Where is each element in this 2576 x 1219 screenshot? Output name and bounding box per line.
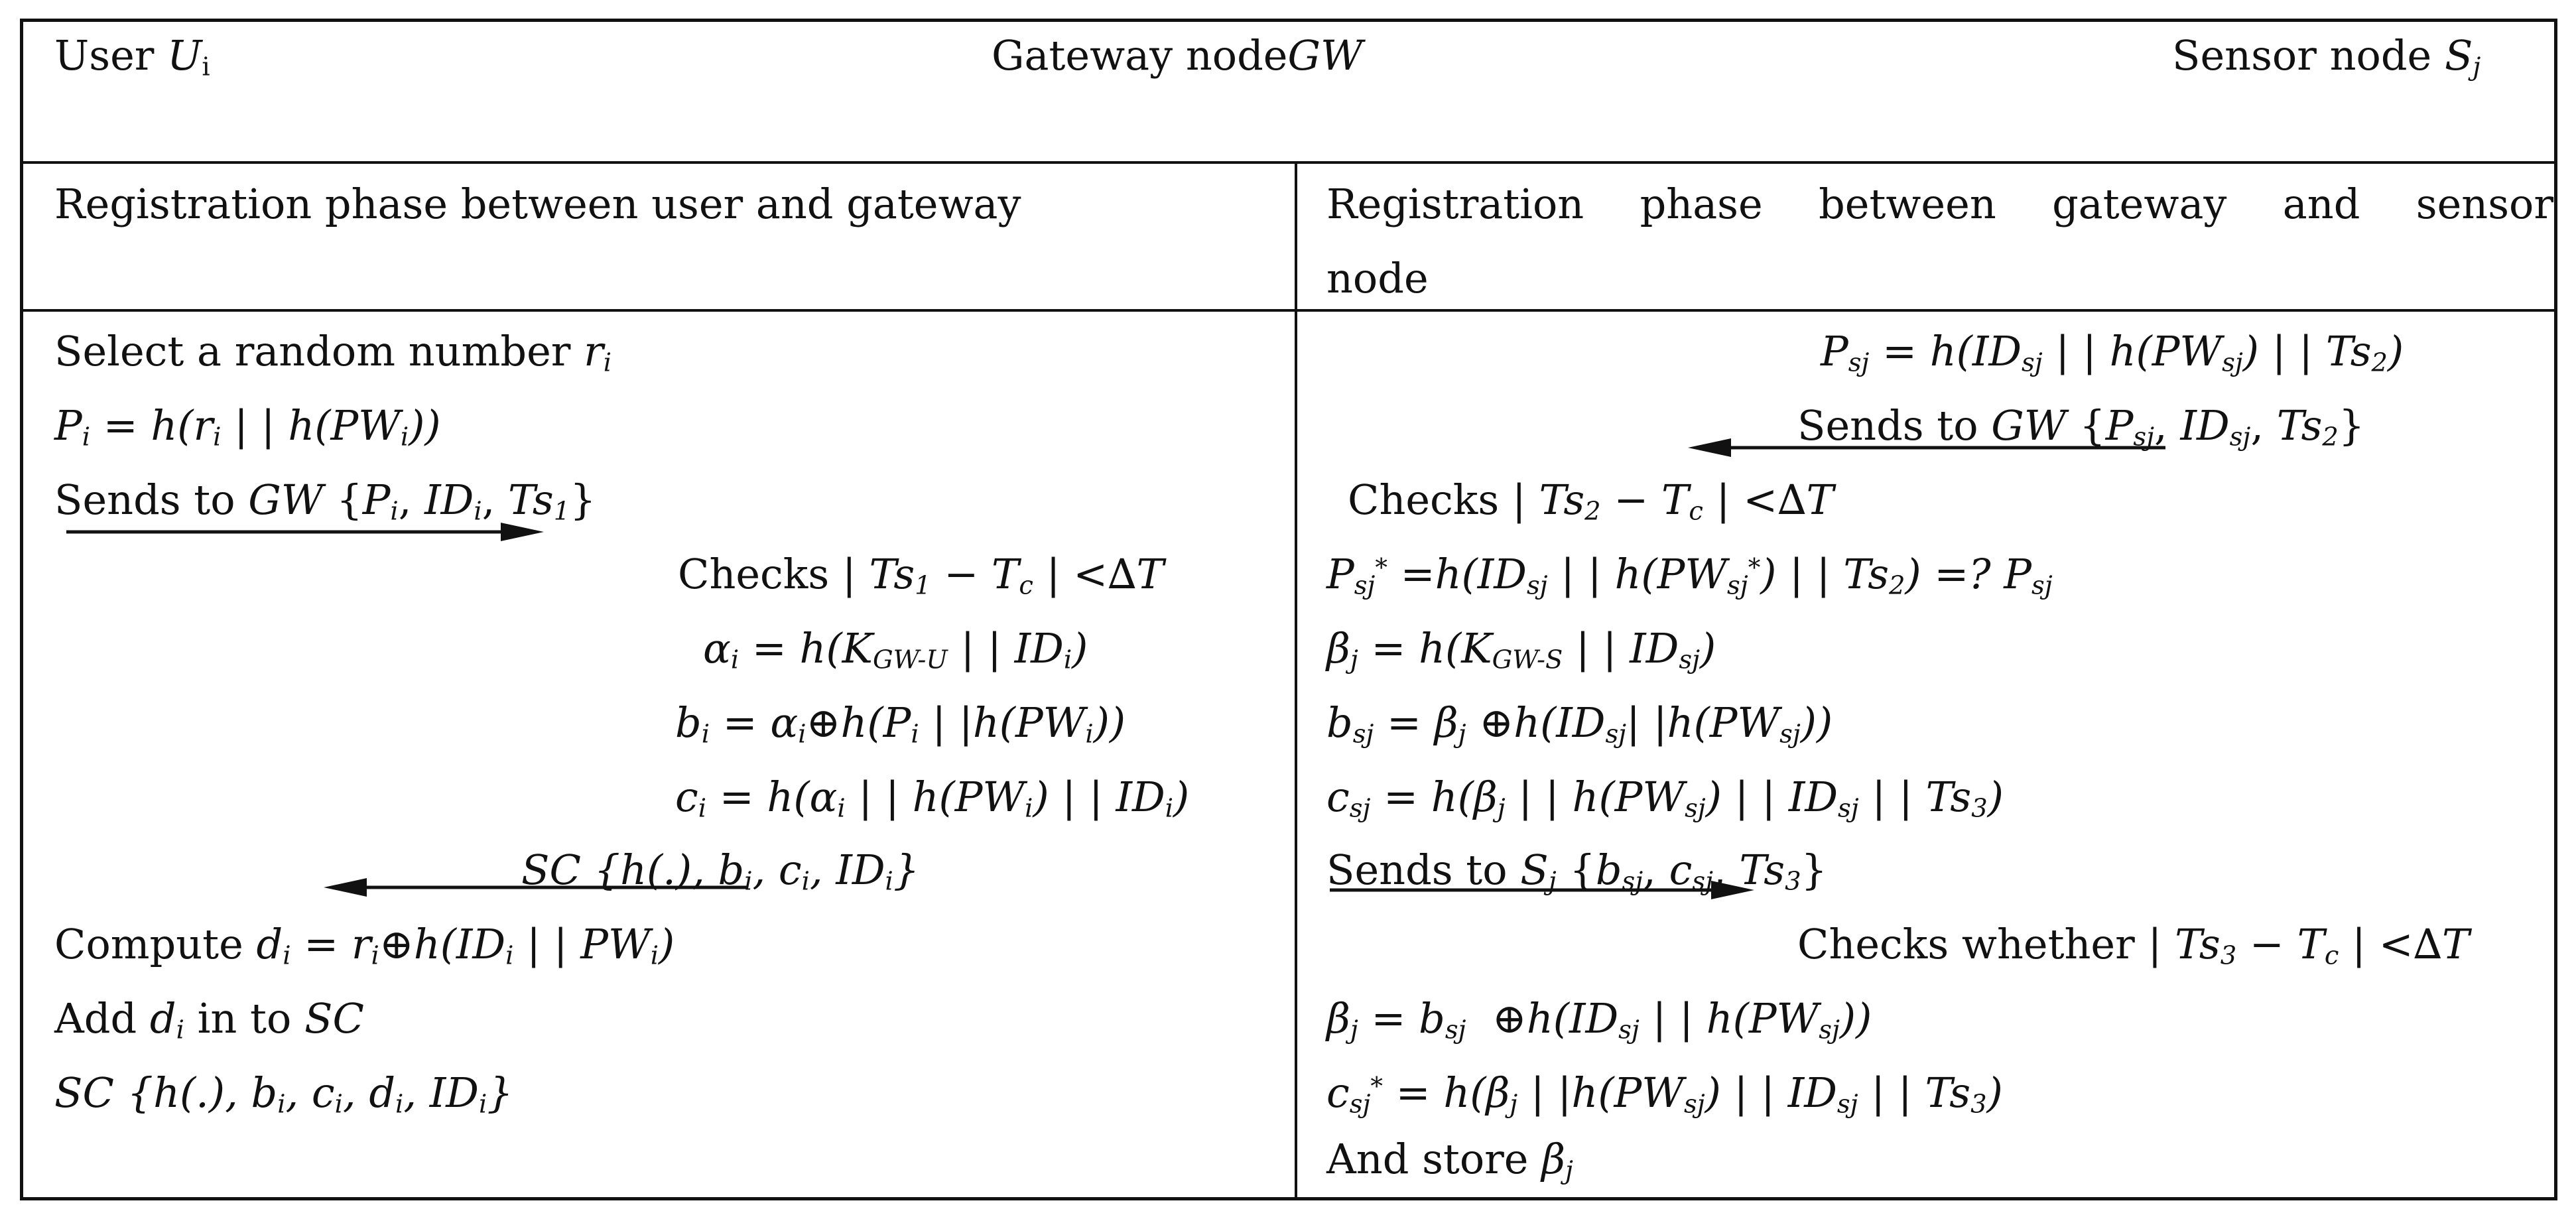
protocol-table-frame (20, 19, 2557, 1200)
column-divider (1295, 161, 1297, 1200)
left-step-compute-di: Compute di = ri⊕h(IDi | | PWi) (54, 920, 675, 971)
left-step-compute-alpha: αi = h(KGW-U | | IDi) (703, 624, 1088, 675)
arrow-gateway-to-sensor (1330, 881, 1754, 899)
left-step-final-smartcard: SC {h(.), bi, ci, di, IDi} (54, 1068, 513, 1120)
right-step-compute-csj: csj = h(βj | | h(PWsj) | | IDsj | | Ts3) (1326, 773, 2004, 824)
right-phase-title-line2: node (1326, 254, 1429, 302)
right-step-check-ts3: Checks whether | Ts3 − Tc | <∆T (1797, 920, 2470, 971)
arrow-gateway-to-user (324, 878, 748, 897)
right-step-compute-bsj: bsj = βj ⊕h(IDsj| |h(PWsj)) (1326, 698, 1833, 749)
right-step-compute-psj: Psj = h(IDsj | | h(PWsj) | | Ts2) (1821, 327, 2404, 378)
phase-divider (20, 309, 2557, 312)
right-step-send-gw: Sends to GW {Psj, IDsj, Ts2} (1797, 401, 2365, 452)
left-step-add-di: Add di in to SC (54, 994, 364, 1045)
right-step-recover-beta: βj = bsj ⊕h(IDsj | | h(PWsj)) (1326, 994, 1872, 1045)
right-step-compute-beta: βj = h(KGW-S | | IDsj) (1326, 624, 1716, 675)
left-step-compute-bi: bi = αi⊕h(Pi | |h(PWi)) (675, 698, 1126, 749)
header-divider (20, 161, 2557, 164)
left-step-check-ts1: Checks | Ts1 − Tc | <∆T (678, 550, 1164, 601)
right-step-check-ts2: Checks | Ts2 − Tc | <∆T (1348, 476, 1834, 527)
left-step-send-gw: Sends to GW {Pi, IDi, Ts1} (54, 476, 596, 527)
right-step-send-sensor: Sends to Sj {bsj, csj, Ts3} (1326, 846, 1827, 897)
left-step-send-smartcard: SC {h(.), bi, ci, IDi} (521, 846, 920, 897)
right-step-store-beta: And store βj (1326, 1135, 1573, 1186)
arrow-sensor-to-gateway (1688, 438, 2165, 457)
header-user: User Ui (54, 31, 210, 82)
right-phase-title-line1: Registration phase between gateway and s… (1326, 180, 2553, 228)
left-step-compute-ci: ci = h(αi | | h(PWi) | | IDi) (675, 773, 1190, 824)
header-sensor: Sensor node Sj (2172, 31, 2481, 82)
header-gateway: Gateway nodeGW (992, 31, 1363, 80)
left-phase-title: Registration phase between user and gate… (54, 180, 1021, 228)
arrow-user-to-gateway (66, 523, 544, 541)
right-step-verify-csj: csj* = h(βj | |h(PWsj) | | IDsj | | Ts3) (1326, 1068, 2003, 1120)
right-step-verify-psj: Psj* =h(IDsj | | h(PWsj*) | | Ts2) =? Ps… (1326, 550, 2053, 601)
left-step-compute-pi: Pi = h(ri | | h(PWi)) (54, 401, 441, 452)
left-step-select-random: Select a random number ri (54, 327, 612, 378)
